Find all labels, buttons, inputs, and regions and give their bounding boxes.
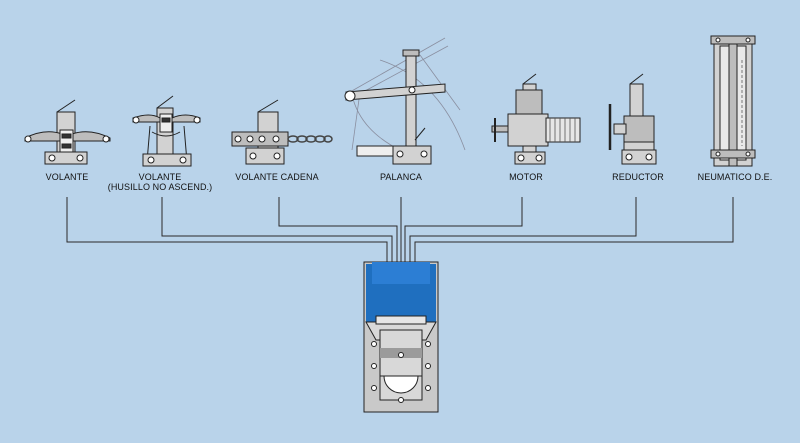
connector-volante-cadena [278, 197, 398, 262]
connector-lines [66, 197, 734, 262]
label-palanca: PALANCA [379, 172, 423, 182]
connector-volante [66, 197, 388, 262]
volante-husillo-illustration [132, 95, 201, 167]
connector-neumatico [414, 197, 734, 262]
volante-cadena-illustration [231, 99, 333, 165]
label-neumatico: NEUMATICO D.E. [697, 172, 773, 182]
connector-motor [404, 197, 523, 262]
label-motor: MOTOR [509, 172, 543, 182]
connector-reductor [409, 197, 637, 262]
reductor-illustration [608, 73, 657, 165]
label-volante: VOLANTE [45, 172, 89, 182]
knife-gate-valve [363, 261, 439, 413]
connector-volante-husillo [161, 197, 393, 262]
neumatico-illustration [710, 35, 756, 167]
label-volante-husillo: VOLANTE (HUSILLO NO ASCEND.) [107, 172, 213, 192]
volante-illustration [24, 99, 111, 165]
motor-illustration [491, 73, 581, 165]
palanca-illustration [344, 37, 466, 165]
label-volante-cadena: VOLANTE CADENA [235, 172, 319, 182]
label-reductor: REDUCTOR [612, 172, 664, 182]
